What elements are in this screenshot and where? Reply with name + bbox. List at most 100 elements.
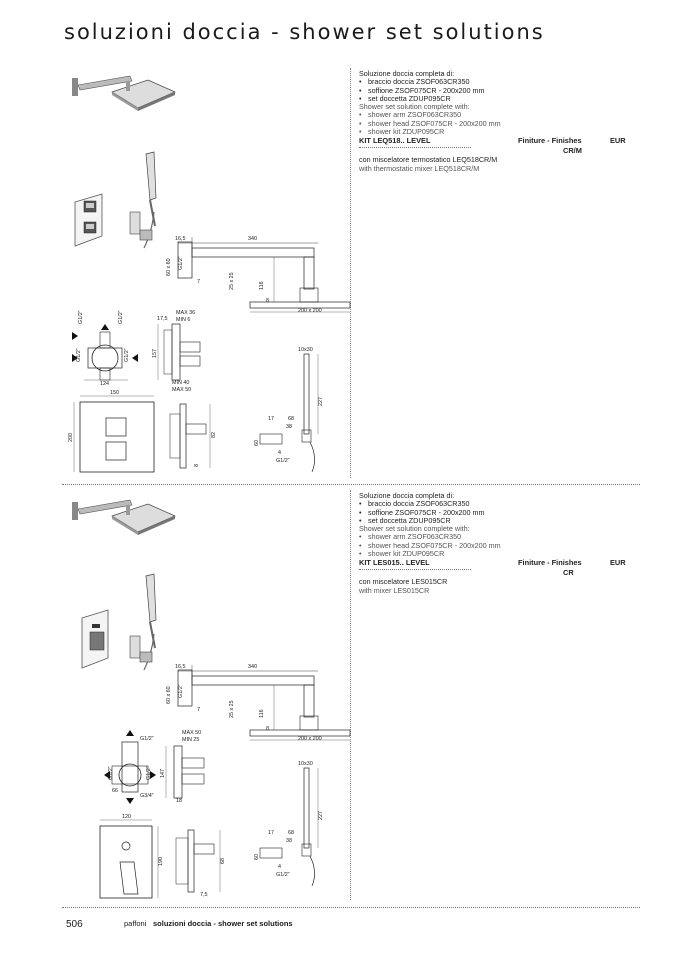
column-divider bbox=[350, 68, 351, 478]
dim-label: G1/2" bbox=[124, 348, 130, 362]
dim-label: G1/2" bbox=[118, 310, 124, 324]
item-it: soffione ZSOF075CR - 200x200 mm bbox=[359, 86, 629, 95]
dim-label: 200 x 200 bbox=[298, 308, 322, 314]
dim-label: 60 x 60 bbox=[166, 258, 172, 276]
finish-code-row: CR/M bbox=[359, 147, 629, 156]
dim-label: 10x30 bbox=[298, 761, 313, 767]
dim-label: MIN 25 bbox=[182, 737, 199, 743]
finishes-label: Finiture - Finishes bbox=[518, 136, 582, 146]
desc-it: con miscelatore termostatico LEQ518CR/M bbox=[359, 155, 498, 165]
dim-label: G1/2" bbox=[78, 310, 84, 324]
footer-divider bbox=[62, 907, 640, 908]
dim-label: MAX 50 bbox=[172, 387, 191, 393]
dim-label: 340 bbox=[248, 236, 257, 242]
shower-head-render bbox=[72, 499, 176, 535]
dim-label: 16,5 bbox=[175, 664, 186, 670]
dim-label: 38 bbox=[286, 424, 292, 430]
item-en: shower head ZSOF075CR - 200x200 mm bbox=[359, 119, 629, 128]
dim-label: MIN 6 bbox=[176, 317, 190, 323]
item-it: braccio doccia ZSOF063CR350 bbox=[359, 77, 629, 86]
intro-en: Shower set solution complete with: bbox=[359, 102, 470, 112]
dim-label: MAX 36 bbox=[176, 310, 195, 316]
kit-header-row: KIT LES015.. LEVEL Finiture - Finishes E… bbox=[359, 558, 629, 570]
dim-label: 120 bbox=[122, 814, 131, 820]
dim-label: 60 bbox=[254, 440, 260, 446]
dim-label: 150 bbox=[110, 390, 119, 396]
dim-label: 147 bbox=[160, 769, 166, 778]
dim-label: G3/4" bbox=[140, 793, 154, 799]
slide-rail-drawing: 10x30 227 17 68 38 60 4 G1/2" bbox=[254, 347, 324, 473]
dim-label: 190 bbox=[158, 857, 164, 866]
item-en: shower kit ZDUP095CR bbox=[359, 127, 629, 136]
slide-rail-drawing: 10x30 227 17 68 38 60 4 G1/2" bbox=[254, 761, 324, 887]
dim-label: 18 bbox=[176, 798, 182, 804]
dim-label: 200 x 200 bbox=[298, 736, 322, 742]
dim-label: 68 bbox=[288, 830, 294, 836]
dim-label: 7 bbox=[197, 279, 200, 285]
dim-label: 8 bbox=[266, 298, 269, 304]
dim-label: 10x30 bbox=[298, 347, 313, 353]
mixer-body-drawing: 124 G1/2" G1/2" G1/2" G1/2" 157 17,5 MAX… bbox=[72, 310, 201, 393]
mixer-body-drawing: G1/2" G1/2" G1/2" 66 G3/4" 147 18 MAX 50… bbox=[104, 730, 205, 804]
dim-label: 340 bbox=[248, 664, 257, 670]
desc-it: con miscelatore LES015CR bbox=[359, 577, 448, 587]
wall-plate-drawing: 150 200 82 8 bbox=[68, 390, 217, 473]
dim-label: 60 bbox=[254, 854, 260, 860]
product-info-leq518: Soluzione doccia completa di: braccio do… bbox=[359, 69, 629, 173]
finishes-label: Finiture - Finishes bbox=[518, 558, 582, 568]
arm-dimension-drawing: 16,5 340 60 x 60 G1/2" 7 25 x 25 116 8 2… bbox=[166, 664, 351, 742]
dim-label: 16,5 bbox=[175, 236, 186, 242]
section-divider bbox=[62, 484, 640, 485]
dim-label: G1/2" bbox=[140, 736, 154, 742]
finish-code: CR/M bbox=[563, 146, 582, 156]
kit-code: KIT LEQ518.. LEVEL bbox=[359, 137, 471, 148]
item-en: shower head ZSOF075CR - 200x200 mm bbox=[359, 541, 629, 550]
item-en: shower arm ZSOF063CR350 bbox=[359, 111, 629, 120]
column-divider bbox=[350, 490, 351, 900]
item-it: set doccetta ZDUP095CR bbox=[359, 94, 629, 103]
intro-it: Soluzione doccia completa di: bbox=[359, 69, 455, 78]
dim-label: 25 x 25 bbox=[229, 272, 235, 290]
dim-label: 116 bbox=[259, 709, 265, 718]
mixer-render bbox=[74, 193, 103, 247]
brand-name: paffoni bbox=[124, 919, 147, 928]
arm-dimension-drawing: 16,5 340 60 x 60 G1/2" 7 25 x 25 116 8 2… bbox=[166, 236, 351, 314]
product-info-les015: Soluzione doccia completa di: braccio do… bbox=[359, 491, 629, 595]
dim-label: 200 bbox=[68, 433, 74, 442]
dim-label: 8 bbox=[194, 464, 200, 467]
dim-label: 227 bbox=[318, 811, 324, 820]
item-en: shower kit ZDUP095CR bbox=[359, 549, 629, 558]
eur-label: EUR bbox=[610, 558, 626, 568]
intro-en: Shower set solution complete with: bbox=[359, 524, 470, 534]
finish-code: CR bbox=[563, 568, 574, 578]
dim-label: 124 bbox=[100, 381, 109, 387]
dim-label: G1/2" bbox=[276, 872, 290, 878]
item-it: set doccetta ZDUP095CR bbox=[359, 516, 629, 525]
dim-label: 17,5 bbox=[157, 316, 168, 322]
dim-label: 7 bbox=[197, 707, 200, 713]
item-en: shower arm ZSOF063CR350 bbox=[359, 533, 629, 542]
dim-label: 116 bbox=[259, 281, 265, 290]
dim-label: 17 bbox=[268, 416, 274, 422]
dim-label: 227 bbox=[318, 397, 324, 406]
dim-label: G1/2" bbox=[178, 256, 184, 270]
item-it: braccio doccia ZSOF063CR350 bbox=[359, 499, 629, 508]
dim-label: 157 bbox=[152, 349, 158, 358]
hand-shower-render bbox=[129, 151, 157, 249]
dim-label: MIN 40 bbox=[172, 380, 189, 386]
wall-plate-drawing: 120 190 68 7,5 bbox=[99, 814, 226, 899]
dim-label: G1/2" bbox=[178, 684, 184, 698]
finish-code-row: CR bbox=[359, 569, 629, 578]
dim-label: G1/2" bbox=[76, 348, 82, 362]
kit-header-row: KIT LEQ518.. LEVEL Finiture - Finishes E… bbox=[359, 136, 629, 148]
dim-label: 82 bbox=[211, 432, 217, 438]
dim-label: 68 bbox=[220, 858, 226, 864]
dim-label: 25 x 25 bbox=[229, 700, 235, 718]
dim-label: G1/2" bbox=[108, 766, 114, 780]
dim-label: 68 bbox=[288, 416, 294, 422]
desc-en: with thermostatic mixer LEQ518CR/M bbox=[359, 163, 480, 173]
dim-label: 60 x 60 bbox=[166, 686, 172, 704]
dim-label: 17 bbox=[268, 830, 274, 836]
dim-label: MAX 50 bbox=[182, 730, 201, 736]
dim-label: 4 bbox=[278, 864, 281, 870]
